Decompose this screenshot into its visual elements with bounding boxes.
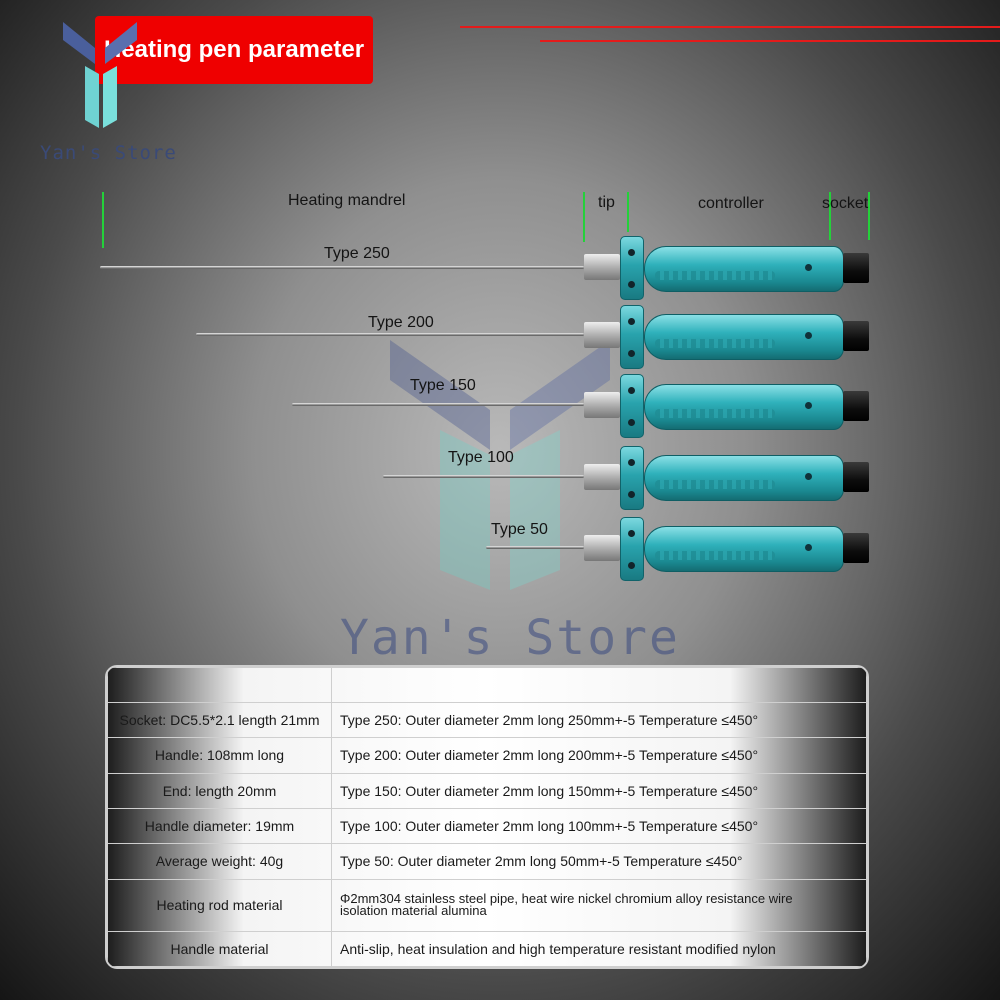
store-name-text: Yan's Store (40, 142, 177, 164)
spec-right-cell: Type 250: Outer diameter 2mm long 250mm+… (331, 701, 867, 739)
pen-label: Type 150 (410, 377, 476, 394)
header-line-top (460, 26, 1000, 28)
pen-label: Type 100 (448, 449, 514, 466)
label-tip: tip (598, 194, 615, 211)
pen-socket (843, 391, 869, 421)
spec-table: Socket: DC5.5*2.1 length 21mm Type 250: … (105, 665, 869, 969)
pen-collar (620, 446, 644, 510)
pen-label: Type 250 (324, 245, 390, 262)
watermark-store-name: Yan's Store (340, 610, 680, 666)
pen-socket (843, 462, 869, 492)
spec-left-cell: Handle material (107, 930, 332, 967)
heating-rod (100, 266, 584, 269)
spec-right-cell: Type 200: Outer diameter 2mm long 200mm+… (331, 737, 867, 774)
spec-right-line-2: isolation material alumina (340, 903, 487, 919)
table-header-row (107, 667, 867, 703)
table-row: Socket: DC5.5*2.1 length 21mm Type 250: … (107, 701, 867, 739)
pen-handle (644, 314, 844, 360)
pen-collar (620, 236, 644, 300)
socket-marker-left (829, 192, 831, 240)
pen-label: Type 200 (368, 314, 434, 331)
pen-collar (620, 517, 644, 581)
tip-marker-left (583, 192, 585, 242)
label-socket: socket (822, 195, 869, 212)
spec-right-cell: Type 50: Outer diameter 2mm long 50mm+-5… (331, 843, 867, 880)
heating-rod (383, 475, 584, 478)
spec-left-cell: Socket: DC5.5*2.1 length 21mm (107, 701, 332, 739)
spec-right-cell: Type 150: Outer diameter 2mm long 150mm+… (331, 772, 867, 809)
heating-rod (486, 546, 584, 549)
label-heating-mandrel: Heating mandrel (288, 192, 406, 209)
table-row: Handle: 108mm long Type 200: Outer diame… (107, 737, 867, 774)
mandrel-marker (102, 192, 104, 248)
pen-tip (584, 392, 620, 418)
heating-rod (196, 333, 584, 336)
pen-tip (584, 254, 620, 280)
socket-marker-right (868, 192, 870, 240)
tip-marker-right (627, 192, 629, 232)
pen-socket (843, 321, 869, 351)
pen-tip (584, 322, 620, 348)
heating-rod (292, 403, 584, 406)
table-row: Handle material Anti-slip, heat insulati… (107, 930, 867, 967)
watermark-logo (390, 340, 610, 590)
label-controller: controller (698, 195, 764, 212)
pen-socket (843, 253, 869, 283)
table-row: Average weight: 40g Type 50: Outer diame… (107, 843, 867, 880)
spec-right-cell: Anti-slip, heat insulation and high temp… (331, 930, 867, 967)
table-header-left (107, 667, 332, 703)
pen-handle (644, 384, 844, 430)
pen-tip (584, 535, 620, 561)
table-header-right (331, 667, 867, 703)
spec-left-cell: End: length 20mm (107, 772, 332, 809)
table-row: End: length 20mm Type 150: Outer diamete… (107, 772, 867, 809)
spec-left-cell: Heating rod material (107, 878, 332, 932)
pen-collar (620, 374, 644, 438)
spec-right-cell: Type 100: Outer diameter 2mm long 100mm+… (331, 807, 867, 845)
pen-handle (644, 246, 844, 292)
spec-right-cell: Φ2mm304 stainless steel pipe, heat wire … (331, 878, 867, 932)
pen-label: Type 50 (491, 521, 548, 538)
store-logo (63, 22, 137, 128)
pen-tip (584, 464, 620, 490)
spec-left-cell: Handle diameter: 19mm (107, 807, 332, 845)
page-title: Heating pen parameter (95, 16, 373, 84)
pen-collar (620, 305, 644, 369)
spec-right-line-1: Φ2mm304 stainless steel pipe, heat wire … (340, 891, 793, 907)
pen-handle (644, 526, 844, 572)
table-row: Heating rod material Φ2mm304 stainless s… (107, 878, 867, 932)
table-row: Handle diameter: 19mm Type 100: Outer di… (107, 807, 867, 845)
spec-left-cell: Average weight: 40g (107, 843, 332, 880)
pen-handle (644, 455, 844, 501)
pen-socket (843, 533, 869, 563)
spec-left-cell: Handle: 108mm long (107, 737, 332, 774)
header-line-bottom (540, 40, 1000, 42)
